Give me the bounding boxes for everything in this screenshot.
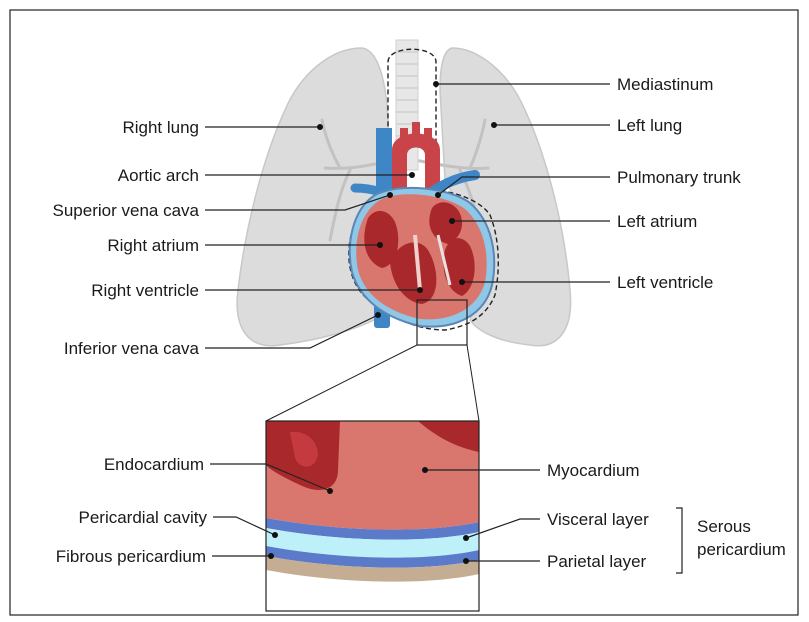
label-serous-line2: pericardium [697,540,786,559]
label-pericardial-cavity: Pericardial cavity [79,508,208,527]
label-endocardium: Endocardium [104,455,204,474]
label-inferior-vena-cava: Inferior vena cava [64,339,200,358]
label-parietal-layer: Parietal layer [547,552,647,571]
label-left-ventricle: Left ventricle [617,273,713,292]
label-right-atrium: Right atrium [107,236,199,255]
label-left-lung: Left lung [617,116,682,135]
label-right-ventricle: Right ventricle [91,281,199,300]
label-left-atrium: Left atrium [617,212,697,231]
label-superior-vena-cava: Superior vena cava [53,201,200,220]
label-myocardium: Myocardium [547,461,640,480]
label-aortic-arch: Aortic arch [118,166,199,185]
label-fibrous-pericardium: Fibrous pericardium [56,547,206,566]
label-serous-line1: Serous [697,517,751,536]
label-pulmonary-trunk: Pulmonary trunk [617,168,741,187]
label-right-lung: Right lung [122,118,199,137]
zoom-panel [266,421,479,611]
label-visceral-layer: Visceral layer [547,510,649,529]
label-mediastinum: Mediastinum [617,75,713,94]
